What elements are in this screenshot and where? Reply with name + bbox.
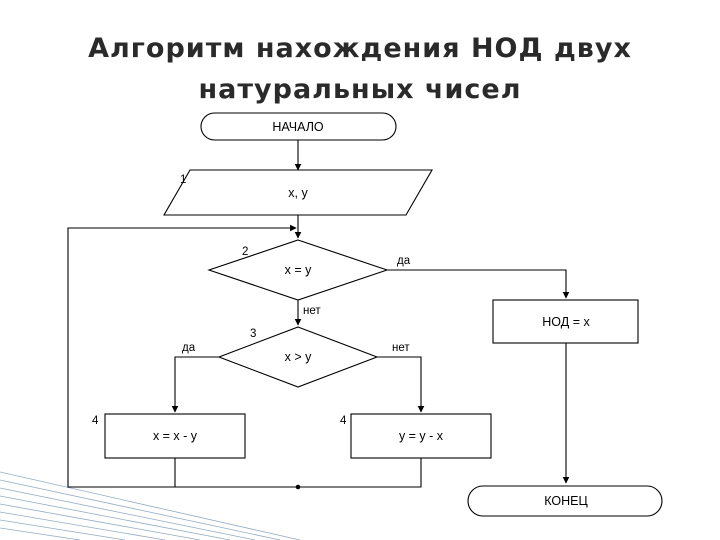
junction-dot [295,484,301,490]
input-number: 1 [180,174,186,186]
decision-greater-number: 3 [250,328,256,340]
decision-greater: 3 x > y да нет [182,326,410,388]
decision-greater-no: нет [392,342,410,354]
decision-equal-no: нет [303,305,321,317]
process-y-number: 4 [340,415,347,427]
title-line-1: Алгоритм нахождения НОД двух [88,33,632,64]
input-block: 1 x, y [163,169,433,216]
process-x-block: 4 x = x - y [92,413,246,459]
end-terminal: КОНЕЦ [467,485,663,517]
process-x-number: 4 [92,415,99,427]
start-label: НАЧАЛО [272,120,324,134]
process-x-label: x = x - y [153,429,198,443]
decision-equal-yes: да [397,255,411,267]
title-line-2: натуральных чисел [198,74,522,105]
decision-greater-yes: да [182,342,196,354]
decision-equal-label: x = y [285,263,312,277]
decision-equal-number: 2 [242,246,248,258]
corner-decoration [0,471,300,540]
input-label: x, y [288,186,308,200]
end-label: КОНЕЦ [544,494,588,508]
slide-title: Алгоритм нахождения НОД двух натуральных… [0,28,720,110]
decision-greater-label: x > y [285,350,312,364]
process-y-block: 4 y = y - x [340,413,492,459]
start-terminal: НАЧАЛО [200,112,397,141]
process-y-label: y = y - x [399,429,444,443]
decision-equal: 2 x = y да нет [207,239,411,317]
result-label: НОД = x [542,315,590,329]
result-block: НОД = x [492,299,639,344]
